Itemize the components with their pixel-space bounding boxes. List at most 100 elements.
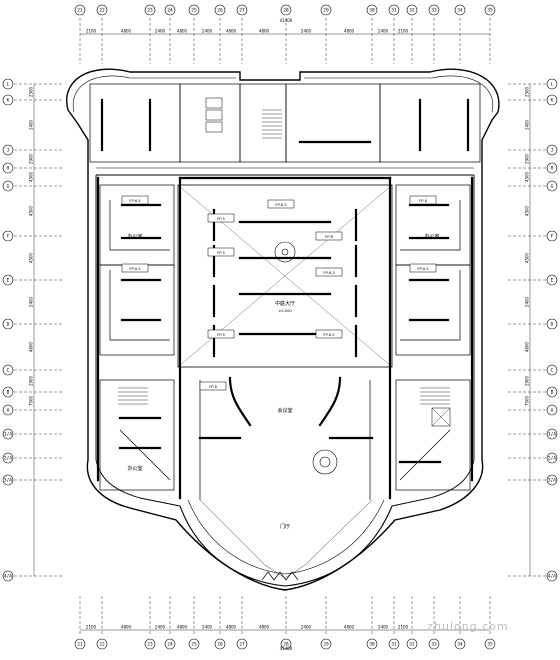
dim-value: 4500 xyxy=(525,171,530,182)
unit-tag-label: FP-6.3 xyxy=(417,267,428,271)
axis-bubble xyxy=(546,404,558,416)
unit-tag-box xyxy=(315,267,343,277)
axis-bubble xyxy=(484,638,496,650)
axis-bubble xyxy=(214,638,226,650)
axis-label: H xyxy=(7,166,10,172)
dim-value: 2100 xyxy=(398,29,409,34)
axis-label: 34 xyxy=(457,642,463,648)
axis-label: 26 xyxy=(217,8,223,14)
building-outline xyxy=(66,68,500,591)
axis-label: 31 xyxy=(391,8,397,14)
axis-bubble xyxy=(2,474,14,486)
axis-bubble xyxy=(366,638,378,650)
lobby-label: 门厅 xyxy=(280,523,290,530)
axis-label: A xyxy=(7,408,10,414)
dim-value: 4500 xyxy=(29,205,34,216)
dim-value: 4800 xyxy=(121,625,132,630)
dim-value: 2400 xyxy=(301,29,312,34)
office-left-label: 办公室 xyxy=(127,233,142,240)
axis-bubble xyxy=(164,4,176,16)
unit-tag-label: FP-5 xyxy=(217,251,225,255)
dim-value: 4800 xyxy=(226,625,237,630)
axis-bubble xyxy=(366,4,378,16)
unit-tag-label: FP-6.3 xyxy=(275,203,286,207)
axis-bubble xyxy=(484,4,496,16)
unit-tag-label: FP-5 xyxy=(217,333,225,337)
dim-value: 4800 xyxy=(226,29,237,34)
axis-label: 3/A xyxy=(4,478,12,484)
axis-bubble xyxy=(280,4,292,16)
axis-label: 25 xyxy=(191,642,197,648)
axis-label: 26 xyxy=(217,642,223,648)
unit-tag-box xyxy=(121,263,149,273)
axis-label: F xyxy=(551,234,554,240)
axis-bubble xyxy=(428,638,440,650)
axis-label: H xyxy=(551,166,554,172)
axis-label: 22 xyxy=(99,642,105,648)
axis-label: 2/A xyxy=(4,456,12,462)
dim-value: 4600 xyxy=(29,341,34,352)
axis-bubble xyxy=(188,638,200,650)
unit-tag-box xyxy=(409,195,437,205)
unit-tag-label: FP-6.3 xyxy=(129,267,140,271)
axis-label: J xyxy=(551,148,554,154)
axis-bubble xyxy=(388,638,400,650)
axis-label: B xyxy=(7,390,10,396)
dim-value: 2400 xyxy=(155,29,166,34)
axis-label: 22 xyxy=(99,8,105,14)
axis-bubble xyxy=(546,386,558,398)
axis-bubble xyxy=(546,230,558,242)
dim-value: 4500 xyxy=(525,205,530,216)
unit-tag-label: FP-8 xyxy=(325,235,333,239)
unit-tag-box xyxy=(207,329,235,339)
axis-label: G xyxy=(551,184,554,190)
dim-value: 2900 xyxy=(525,375,530,386)
dim-value: 4800 xyxy=(177,625,188,630)
hall-label: 中庭大厅 xyxy=(275,300,295,307)
axis-label: 32 xyxy=(409,8,415,14)
axis-bubble xyxy=(2,364,14,376)
unit-tag-label: FP-8 xyxy=(419,199,427,203)
axis-bubble xyxy=(546,94,558,106)
room-labels: 中庭大厅 ±0.000 门厅 办公室 办公室 办公室 会议室 xyxy=(127,233,439,530)
axis-label: D xyxy=(551,322,554,328)
dim-value: 2400 xyxy=(155,625,166,630)
axis-bubble xyxy=(2,452,14,464)
axis-bubble xyxy=(74,638,86,650)
axis-label: 24 xyxy=(167,642,173,648)
unit-tag-label: FP-6.3 xyxy=(129,199,140,203)
axis-bubble xyxy=(406,638,418,650)
axis-label: 21 xyxy=(77,642,83,648)
dim-value: 2900 xyxy=(525,153,530,164)
dim-value: 4500 xyxy=(29,171,34,182)
unit-tag-label: FP-5 xyxy=(217,217,225,221)
axis-label: 3/A xyxy=(548,478,556,484)
axis-bubble xyxy=(2,94,14,106)
axis-label: K xyxy=(7,98,10,104)
axis-bubble xyxy=(546,144,558,156)
dim-value: 1400 xyxy=(525,119,530,130)
elevation-tag: ±0.000 xyxy=(278,309,292,313)
dim-value: 4800 xyxy=(344,29,355,34)
axis-bubble xyxy=(2,386,14,398)
top-total-dim: 41400 xyxy=(280,18,293,23)
axis-label: 33 xyxy=(431,642,437,648)
dim-value: 2100 xyxy=(86,625,97,630)
axis-label: D xyxy=(7,322,10,328)
axis-bubble xyxy=(320,4,332,16)
axis-label: 35 xyxy=(487,642,493,648)
axis-label: B xyxy=(551,390,554,396)
axis-bubble xyxy=(2,274,14,286)
axis-label: E xyxy=(7,278,10,284)
axis-label: C xyxy=(551,368,554,374)
axis-label: 27 xyxy=(239,642,245,648)
axis-bubble xyxy=(454,638,466,650)
axis-bubble xyxy=(280,638,292,650)
axis-bubble xyxy=(236,638,248,650)
axis-bubble xyxy=(144,4,156,16)
unit-tag-label: FP-6.3 xyxy=(323,271,334,275)
axis-bubble xyxy=(2,404,14,416)
